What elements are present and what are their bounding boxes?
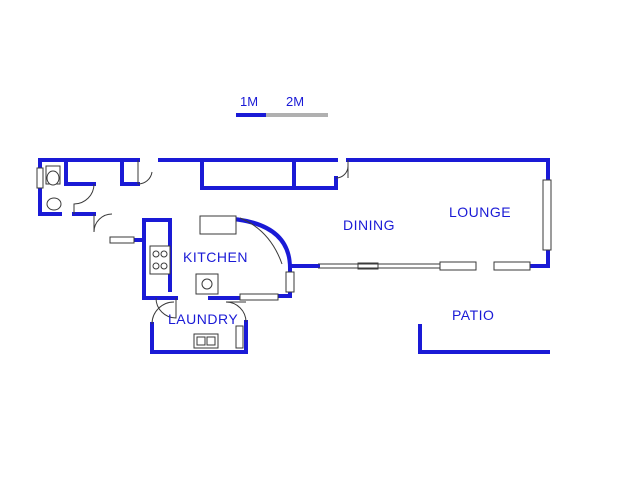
sliding-door-dining bbox=[357, 262, 379, 270]
window-lounge bbox=[542, 179, 552, 251]
door-swing-passage bbox=[93, 213, 113, 233]
stove bbox=[149, 245, 171, 275]
stove-burner-3 bbox=[152, 262, 160, 270]
walls bbox=[38, 158, 550, 354]
label-kitchen: KITCHEN bbox=[183, 249, 248, 265]
doors bbox=[73, 160, 349, 325]
window-lounge-bottom-2 bbox=[493, 261, 531, 271]
wall-patio bbox=[418, 324, 550, 354]
door-swing-2 bbox=[335, 160, 349, 179]
fixtures bbox=[45, 165, 237, 349]
wall-cupboard-2 bbox=[200, 158, 338, 190]
window-bath bbox=[36, 167, 44, 189]
room-labels: KITCHEN DINING LOUNGE LAUNDRY PATIO bbox=[168, 204, 511, 327]
wall-kitchen-outer bbox=[142, 238, 178, 300]
label-laundry: LAUNDRY bbox=[168, 311, 238, 327]
stove-burner-1 bbox=[152, 250, 160, 258]
laundry-tub-right bbox=[206, 336, 216, 346]
window-laundry bbox=[235, 325, 244, 349]
wall-bath-divider bbox=[64, 158, 96, 186]
scale-bar: 1M 2M bbox=[236, 94, 328, 117]
stove-burner-4 bbox=[160, 262, 168, 270]
laundry-tub-left bbox=[196, 336, 206, 346]
window-kitchen bbox=[239, 293, 279, 301]
toilet-bowl bbox=[46, 170, 60, 186]
basin bbox=[46, 197, 62, 211]
window-lounge-bottom-1 bbox=[439, 261, 477, 271]
windows bbox=[36, 167, 552, 349]
kitchen-counter bbox=[199, 215, 237, 235]
wall-kitchen-left bbox=[132, 218, 172, 292]
door-swing-bath bbox=[73, 183, 95, 214]
kitchen-sink bbox=[195, 273, 219, 295]
wall-laundry bbox=[150, 320, 248, 354]
door-swing-1 bbox=[137, 160, 153, 185]
wall-top-right bbox=[346, 158, 550, 268]
door-swing-laundry-right bbox=[225, 301, 247, 323]
window-passage bbox=[109, 236, 135, 244]
scale-label-1m: 1M bbox=[240, 94, 258, 109]
door-swing-laundry-left bbox=[155, 297, 177, 319]
door-swing-laundry bbox=[151, 301, 175, 325]
label-lounge: LOUNGE bbox=[449, 204, 511, 220]
label-dining: DINING bbox=[343, 217, 395, 233]
window-kitchen-right bbox=[285, 271, 295, 293]
wall-cupboard-1 bbox=[120, 158, 140, 186]
label-patio: PATIO bbox=[452, 307, 494, 323]
kitchen-sink-bowl bbox=[201, 278, 213, 290]
laundry-tub bbox=[193, 333, 219, 349]
stove-burner-2 bbox=[160, 250, 168, 258]
door-swing-kitchen bbox=[239, 217, 283, 265]
scale-label-2m: 2M bbox=[286, 94, 304, 109]
